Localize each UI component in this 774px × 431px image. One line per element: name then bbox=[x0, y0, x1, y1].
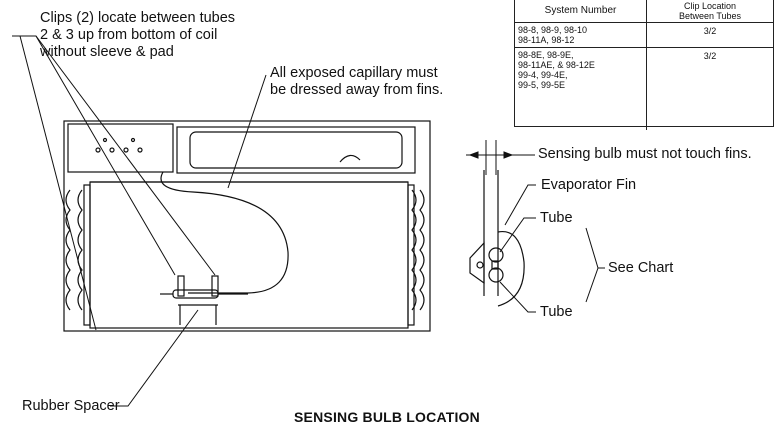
sensing-bulb-label: Sensing bulb must not touch fins. bbox=[538, 146, 752, 162]
control-knob bbox=[137, 147, 143, 153]
control-knob bbox=[102, 137, 108, 143]
clip-cell: 3/2 bbox=[703, 51, 717, 61]
header-clip: Clip Location Between Tubes bbox=[678, 1, 742, 21]
control-knob bbox=[130, 137, 136, 143]
blower-housing bbox=[176, 126, 416, 174]
capillary-label: All exposed capillary must be dressed aw… bbox=[270, 65, 444, 98]
control-knob bbox=[109, 147, 115, 153]
clips-label: Clips (2) locate between tubes 2 & 3 up … bbox=[40, 10, 236, 60]
header-system: System Number bbox=[515, 0, 647, 22]
control-box bbox=[67, 123, 174, 173]
control-knob bbox=[95, 147, 101, 153]
evaporator-fin-label: Evaporator Fin bbox=[541, 177, 637, 193]
diagram-caption: SENSING BULB LOCATION bbox=[294, 409, 480, 425]
table-row: 98-8E, 98-9E, 98-11AE, & 98-12E 99-4, 99… bbox=[515, 48, 773, 130]
capillary-tube bbox=[160, 171, 289, 294]
clip-location-chart: System Number Clip Location Between Tube… bbox=[514, 0, 774, 130]
clip-cell: 3/2 bbox=[703, 26, 717, 36]
table-row: 98-8, 98-9, 98-10 98-11A, 98-12 3/2 bbox=[515, 23, 773, 48]
blower-scroll bbox=[339, 154, 361, 163]
tube-label-bottom: Tube bbox=[540, 304, 573, 320]
blower-wheel bbox=[189, 131, 403, 169]
control-knob bbox=[123, 147, 129, 153]
system-cell: 98-8, 98-9, 98-10 98-11A, 98-12 bbox=[515, 23, 647, 47]
clip bbox=[211, 275, 219, 297]
chassis-outline bbox=[63, 120, 431, 332]
tube-circle bbox=[488, 247, 504, 263]
left-tube-bends bbox=[65, 184, 91, 326]
rubber-spacer-label: Rubber Spacer bbox=[22, 398, 120, 414]
see-chart-label: See Chart bbox=[608, 260, 674, 276]
clip bbox=[177, 275, 185, 297]
evaporator-coil bbox=[89, 181, 409, 329]
right-tube-bends bbox=[407, 184, 425, 326]
system-cell: 98-8E, 98-9E, 98-11AE, & 98-12E 99-4, 99… bbox=[515, 48, 647, 130]
tube-circle bbox=[488, 267, 504, 283]
chart-header: System Number Clip Location Between Tube… bbox=[515, 0, 773, 23]
sensing-bulb bbox=[172, 289, 219, 299]
bulb-detail bbox=[469, 170, 525, 307]
tube-label-top: Tube bbox=[540, 210, 573, 226]
